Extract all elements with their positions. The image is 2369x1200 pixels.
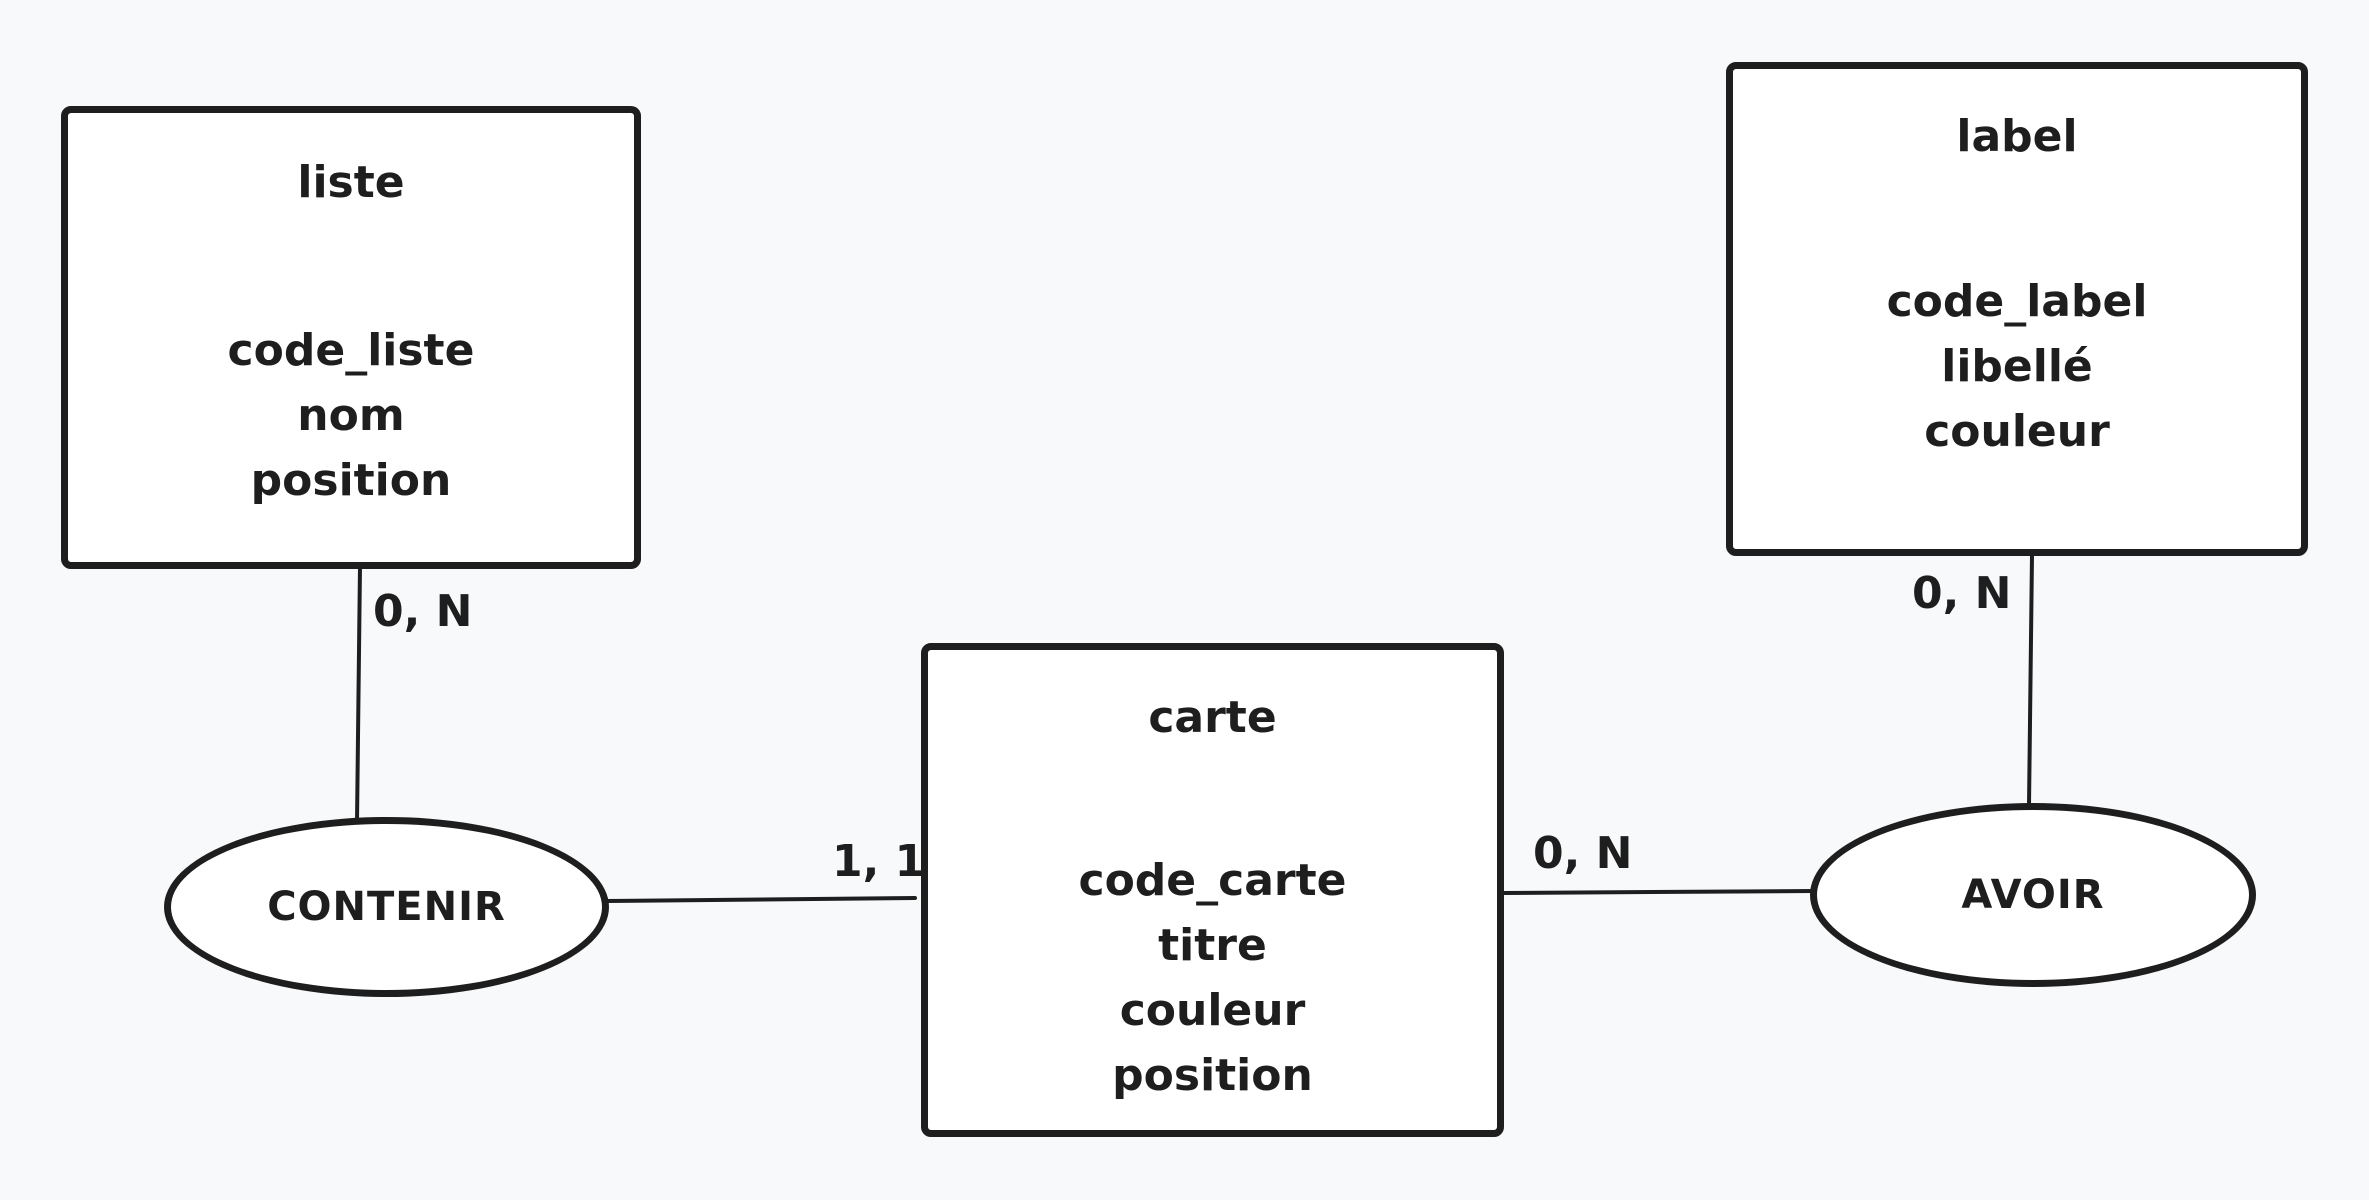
cardinality-carte-contenir: 1, 1	[832, 836, 926, 887]
line-label-avoir	[2027, 553, 2034, 808]
line-contenir-carte	[604, 896, 917, 903]
attribute-position: position	[1112, 1050, 1313, 1101]
attribute-code-liste: code_liste	[227, 325, 475, 376]
attribute-titre: titre	[1158, 920, 1267, 971]
relation-avoir-label: AVOIR	[1961, 872, 2105, 918]
cardinality-label-avoir: 0, N	[1912, 568, 2012, 619]
attribute-position: position	[250, 455, 452, 506]
attribute-libelle: libellé	[1941, 341, 2093, 392]
relation-contenir[interactable]: CONTENIR	[164, 817, 609, 997]
entity-label[interactable]: label code_label libellé couleur	[1726, 62, 2308, 556]
cardinality-carte-avoir: 0, N	[1533, 828, 1633, 879]
entity-liste[interactable]: liste code_liste nom position	[61, 106, 641, 569]
entity-liste-attributes: code_liste nom position	[68, 318, 634, 513]
attribute-couleur: couleur	[1924, 406, 2110, 457]
entity-carte[interactable]: carte code_carte titre couleur position	[921, 643, 1504, 1137]
attribute-code-label: code_label	[1886, 276, 2148, 327]
entity-liste-title: liste	[297, 157, 405, 208]
entity-carte-attributes: code_carte titre couleur position	[928, 848, 1497, 1108]
line-carte-avoir	[1501, 889, 1817, 895]
line-liste-contenir	[355, 564, 362, 824]
attribute-code-carte: code_carte	[1078, 855, 1347, 906]
entity-label-attributes: code_label libellé couleur	[1733, 269, 2301, 464]
attribute-nom: nom	[297, 390, 405, 441]
relation-avoir[interactable]: AVOIR	[1810, 803, 2256, 987]
entity-carte-title: carte	[1148, 692, 1277, 743]
attribute-couleur: couleur	[1119, 985, 1306, 1036]
cardinality-liste-contenir: 0, N	[373, 586, 473, 637]
relation-contenir-label: CONTENIR	[267, 884, 506, 930]
entity-label-title: label	[1956, 111, 2078, 162]
